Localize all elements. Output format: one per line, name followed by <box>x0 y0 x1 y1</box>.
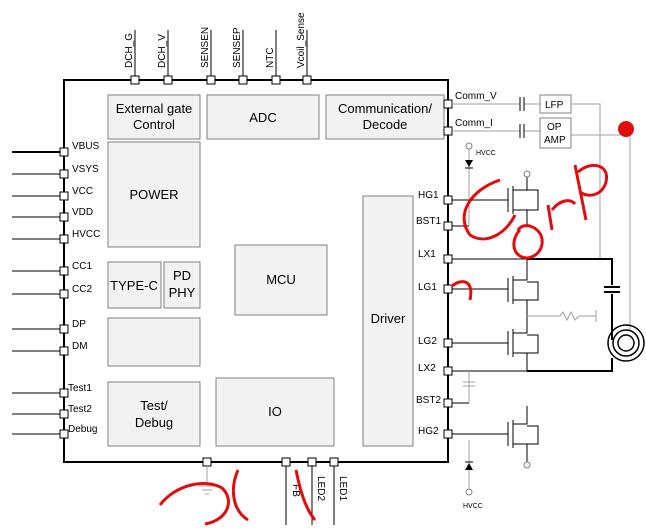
test-label-2: Debug <box>135 415 173 430</box>
right-pins <box>443 99 453 439</box>
ground-symbol <box>199 466 215 495</box>
pin-label-fb: FB <box>290 484 301 497</box>
driver-block <box>362 195 414 447</box>
test-debug-block <box>107 381 201 447</box>
mosfet-q1 <box>507 170 539 226</box>
pin-label-sensep: SENSEP <box>232 27 243 68</box>
lfp-label: LFP <box>545 100 564 111</box>
pin-label-vcc: VCC <box>72 186 93 197</box>
driver-label: Driver <box>371 311 406 326</box>
pin-label-hg1: HG1 <box>418 190 439 201</box>
external-gate-label-1: External gate <box>116 101 193 116</box>
external-gate-label-2: Control <box>133 117 175 132</box>
pd-label-2: PHY <box>169 285 196 300</box>
mosfet-q3 <box>507 316 539 371</box>
pin-label-lx2: LX2 <box>418 363 436 374</box>
pin-label-vbus: VBUS <box>72 141 100 152</box>
pin-label-debug: Debug <box>68 424 97 435</box>
pin-label-dch-v: DCH_V <box>157 34 168 68</box>
coil-symbol <box>607 324 645 362</box>
pin-label-dp: DP <box>72 319 86 330</box>
op-amp-label-1: OP <box>547 122 562 133</box>
pin-label-test1: Test1 <box>68 383 92 394</box>
hvcc-bottom-label: HVCC <box>463 503 483 510</box>
pin-label-dch-g: DCH_G <box>124 33 135 68</box>
op-amp-label-2: AMP <box>544 135 566 146</box>
pin-label-led1: LED1 <box>337 476 348 501</box>
mcu-label: MCU <box>266 272 296 287</box>
pin-label-cc1: CC1 <box>72 261 92 272</box>
pin-label-hg2: HG2 <box>418 426 439 437</box>
hvcc-top-label: HVCC <box>476 150 496 157</box>
comm-label-1: Communication/ <box>338 101 432 116</box>
pin-label-ntc: NTC <box>265 47 276 68</box>
pin-label-led2: LED2 <box>315 476 326 501</box>
test-label-1: Test/ <box>140 398 168 413</box>
io-block <box>215 377 335 447</box>
pin-label-bst1: BST1 <box>416 216 441 227</box>
mosfet-q4 <box>507 406 539 469</box>
comm-i-label: Comm_I <box>455 118 493 129</box>
pin-label-bst2: BST2 <box>416 395 441 406</box>
mosfet-q2 <box>507 259 539 316</box>
dp-dm-block <box>107 317 201 367</box>
adc-block <box>206 94 320 140</box>
pin-label-lg2: LG2 <box>418 336 437 347</box>
external-gate-control-block <box>107 94 201 140</box>
pin-label-vdd: VDD <box>72 207 93 218</box>
pin-label-vcoil-sense: Vcoil_Sense <box>296 12 307 68</box>
power-label: POWER <box>129 187 178 202</box>
pin-label-test2: Test2 <box>68 404 92 415</box>
pin-label-cc2: CC2 <box>72 284 92 295</box>
pin-label-hvcc: HVCC <box>72 229 100 240</box>
io-label: IO <box>268 404 282 419</box>
adc-label: ADC <box>249 110 276 125</box>
pd-label-1: PD <box>173 268 191 283</box>
comm-label-2: Decode <box>363 117 408 132</box>
typec-block <box>107 261 162 309</box>
pin-label-sensen: SENSEN <box>200 27 211 68</box>
pin-label-dm: DM <box>72 341 88 352</box>
pd-phy-block <box>163 261 201 309</box>
pin-label-lx1: LX1 <box>418 249 436 260</box>
bottom-pins <box>202 457 339 525</box>
top-pins <box>130 30 312 85</box>
comm-v-label: Comm_V <box>455 91 497 102</box>
communication-decode-block <box>325 94 445 140</box>
watermark <box>158 121 634 526</box>
left-pins <box>12 147 69 439</box>
power-block <box>107 141 201 248</box>
typec-label: TYPE-C <box>110 278 158 293</box>
mcu-block <box>234 244 328 316</box>
pin-label-lg1: LG1 <box>418 282 437 293</box>
op-amp-box <box>539 117 572 149</box>
pin-label-vsys: VSYS <box>72 164 99 175</box>
